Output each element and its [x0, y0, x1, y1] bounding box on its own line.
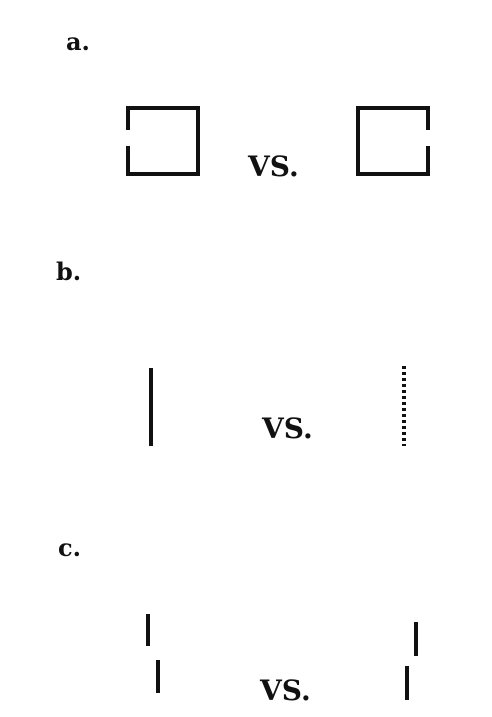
panel-a: a. VS.: [66, 27, 430, 183]
panel-c: c. VS.: [58, 533, 418, 707]
panel-a-right-square-outline: [356, 106, 430, 176]
panel-b: b. VS.: [56, 257, 406, 446]
panel-a-label: a.: [66, 27, 90, 56]
panel-a-left-square: [126, 106, 200, 176]
panel-b-vs: VS.: [261, 412, 313, 445]
panel-b-label: b.: [56, 257, 81, 286]
panel-c-vs: VS.: [259, 674, 311, 707]
panel-a-right-square: [356, 106, 430, 176]
panel-a-vs: VS.: [247, 150, 299, 183]
panel-c-label: c.: [58, 533, 81, 562]
panel-a-left-square-outline: [126, 106, 200, 176]
